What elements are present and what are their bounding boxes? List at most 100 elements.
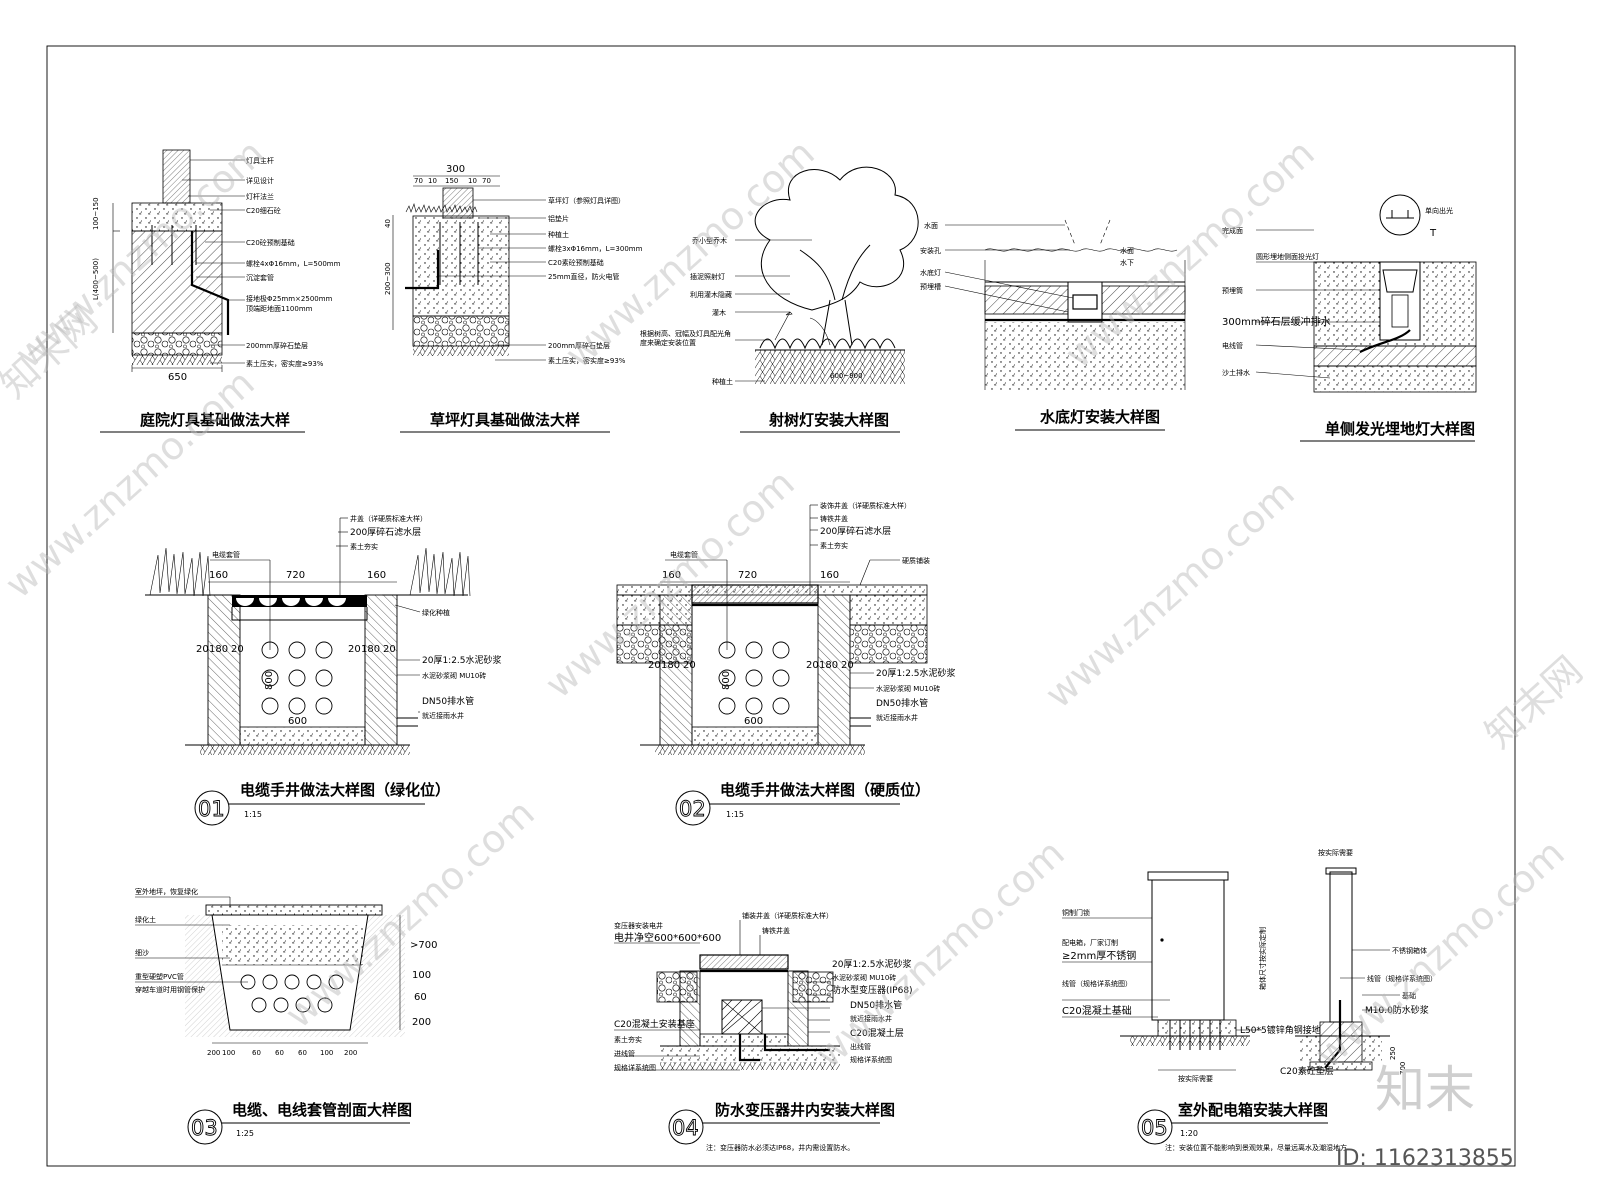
- label: 出线管: [850, 1042, 871, 1051]
- dim-label: 20: [348, 644, 361, 655]
- dim-label: 20: [841, 660, 854, 671]
- label: 利用灌木隐藏: [690, 290, 732, 299]
- label: 电线管: [1222, 341, 1243, 350]
- watermark-brand-cn: 知末网: [1477, 648, 1591, 757]
- dim-label: 10: [428, 177, 437, 185]
- label: 200厚碎石滤水层: [820, 525, 891, 537]
- label: 安装孔: [920, 246, 941, 255]
- detail-lawn-lamp: 300 70 10 150 10 70 40 200~300 草坪灯（参照灯具详…: [384, 164, 643, 433]
- dim-label: 160: [820, 570, 839, 581]
- scale-label: 1:15: [726, 810, 744, 819]
- detail-number: 02: [679, 797, 706, 821]
- sheet-border: [46, 45, 1516, 1167]
- dim-label: 60: [298, 1049, 307, 1057]
- detail-underwater-light: 水面 安装孔 水底灯 预埋槽 水面 水下 水底灯安装大样图: [920, 219, 1186, 431]
- label: 20厚1:2.5水泥砂浆: [422, 654, 502, 666]
- dim-label: 100: [320, 1049, 333, 1057]
- label: 不锈钢箱体: [1392, 946, 1427, 955]
- dim-label: 60: [252, 1049, 261, 1057]
- detail-04-transformer-well: 变压器安装电井 电井净空600*600*600 铺装井盖（详硬质标准大样） 铸铁…: [614, 911, 913, 1152]
- detail-01-cable-handwell-green: 160 720 160 20 180 20 20 180 20 800 600 …: [145, 514, 502, 826]
- detail-number: 05: [1141, 1116, 1168, 1140]
- label: 灯杆法兰: [246, 192, 274, 201]
- label: 防水型变压器(IP68): [832, 984, 913, 996]
- detail-tree-uplight: 乔小型乔木 插泥照射灯 利用灌木隐藏 灌木 根据树高、冠幅及灯具配光角度来确定安…: [640, 166, 919, 433]
- label: 铺装井盖（详硬质标准大样）: [742, 911, 833, 920]
- label: 螺栓4xΦ16mm，L=500mm: [246, 259, 341, 268]
- detail-05-outdoor-distribution-box: 按实际需要 箱体尺寸按实际定制 按实际需要 250 700 铜制门锁 配电箱，厂…: [1062, 848, 1437, 1152]
- label: 圆形埋地侧面投光灯: [1256, 252, 1319, 261]
- label: 水下: [1120, 258, 1134, 267]
- label: 水泥砂浆砌 MU10砖: [422, 671, 486, 680]
- label: 200厚碎石滤水层: [350, 526, 421, 538]
- detail-number: 04: [672, 1116, 699, 1140]
- dim-label: 160: [209, 570, 228, 581]
- dim-label: 70: [482, 177, 491, 185]
- note: 注：安装位置不能影响到景观效果，尽量远离水及潮湿地方: [1165, 1143, 1347, 1152]
- label: C20素砼垫层: [1280, 1065, 1334, 1077]
- label: 细沙: [135, 948, 149, 957]
- label: 进线管: [614, 1049, 635, 1058]
- label: 接地极Φ25mm×2500mm: [246, 294, 333, 303]
- dim-label: 100: [222, 1049, 235, 1057]
- label: C20混凝土层: [850, 1027, 904, 1039]
- dim-label: 10: [468, 177, 477, 185]
- label: 就近接雨水井: [422, 711, 464, 720]
- label: DN50排水管: [876, 697, 928, 709]
- label: 灯具主杆: [246, 156, 274, 165]
- label: 200mm厚碎石垫层: [548, 341, 610, 350]
- scale-label: 1:15: [244, 810, 262, 819]
- label: 水泥砂浆砌 MU10砖: [876, 684, 940, 693]
- label: 绿化种植: [422, 608, 450, 617]
- label: DN50排水管: [422, 695, 474, 707]
- label: C20砼预制基础: [246, 238, 295, 247]
- label: 素土压实，密实度≥93%: [548, 356, 626, 365]
- dim-label: 300: [446, 164, 465, 175]
- detail-title: 电缆手井做法大样图（绿化位）: [240, 781, 450, 799]
- label: C20素砼预制基础: [548, 258, 604, 267]
- dim-label: L(400~500): [92, 258, 100, 300]
- svg-text:T: T: [1429, 228, 1437, 239]
- label: ≥2mm厚不锈钢: [1062, 949, 1136, 962]
- dim-label: 160: [367, 570, 386, 581]
- watermark-site: www.znzmo.com: [1037, 471, 1303, 717]
- label: 20厚1:2.5水泥砂浆: [832, 958, 912, 970]
- label: 绿化土: [135, 915, 156, 924]
- watermark-brand-logo: 知末: [1375, 1061, 1475, 1119]
- label: M10.0防水砂浆: [1365, 1004, 1429, 1016]
- label: 按实际需要: [1178, 1074, 1213, 1083]
- label: 300mm碎石层缓冲排水: [1222, 315, 1331, 328]
- label: 素土夯实: [350, 542, 378, 551]
- dim-label: 40: [384, 219, 392, 228]
- dim-label: 720: [286, 570, 305, 581]
- dim-label: 720: [738, 570, 757, 581]
- label: 预埋槽: [920, 282, 941, 291]
- dim-label: 20: [231, 644, 244, 655]
- detail-number: 01: [198, 797, 225, 821]
- label: 详见设计: [246, 176, 274, 185]
- label: 素土夯实: [614, 1035, 642, 1044]
- label: 电缆套管: [212, 550, 240, 559]
- label: 水底灯: [920, 268, 941, 277]
- label: 水泥砂浆砌 MU10砖: [832, 973, 896, 982]
- label: 根据树高、冠幅及灯具配光角度来确定安装位置: [640, 330, 731, 347]
- label: 规格详系统图: [850, 1055, 892, 1064]
- label: 25mm直径，防火电管: [548, 272, 620, 281]
- dim-label: 800: [721, 671, 732, 690]
- label: 配电箱，厂家订制: [1062, 938, 1118, 947]
- label: 重型硬塑PVC管: [135, 972, 184, 981]
- label: 水面: [1120, 246, 1134, 255]
- dim-label: 600: [744, 716, 763, 727]
- watermark-site: www.znzmo.com: [807, 831, 1073, 1077]
- label: DN50排水管: [850, 999, 902, 1011]
- label: 线管（规格详系统图）: [1062, 979, 1132, 988]
- dim-label: 20: [806, 660, 819, 671]
- dim-label: 200: [344, 1049, 357, 1057]
- detail-02-cable-handwell-paved: 160 720 160 20 180 20 20 180 20 800 600 …: [616, 501, 956, 826]
- dim-label: 150: [445, 177, 458, 185]
- label: C20混凝土安装基座: [614, 1018, 695, 1030]
- dim-label: 20: [196, 644, 209, 655]
- dim-label: 600: [288, 716, 307, 727]
- label: 硬质铺装: [902, 556, 930, 565]
